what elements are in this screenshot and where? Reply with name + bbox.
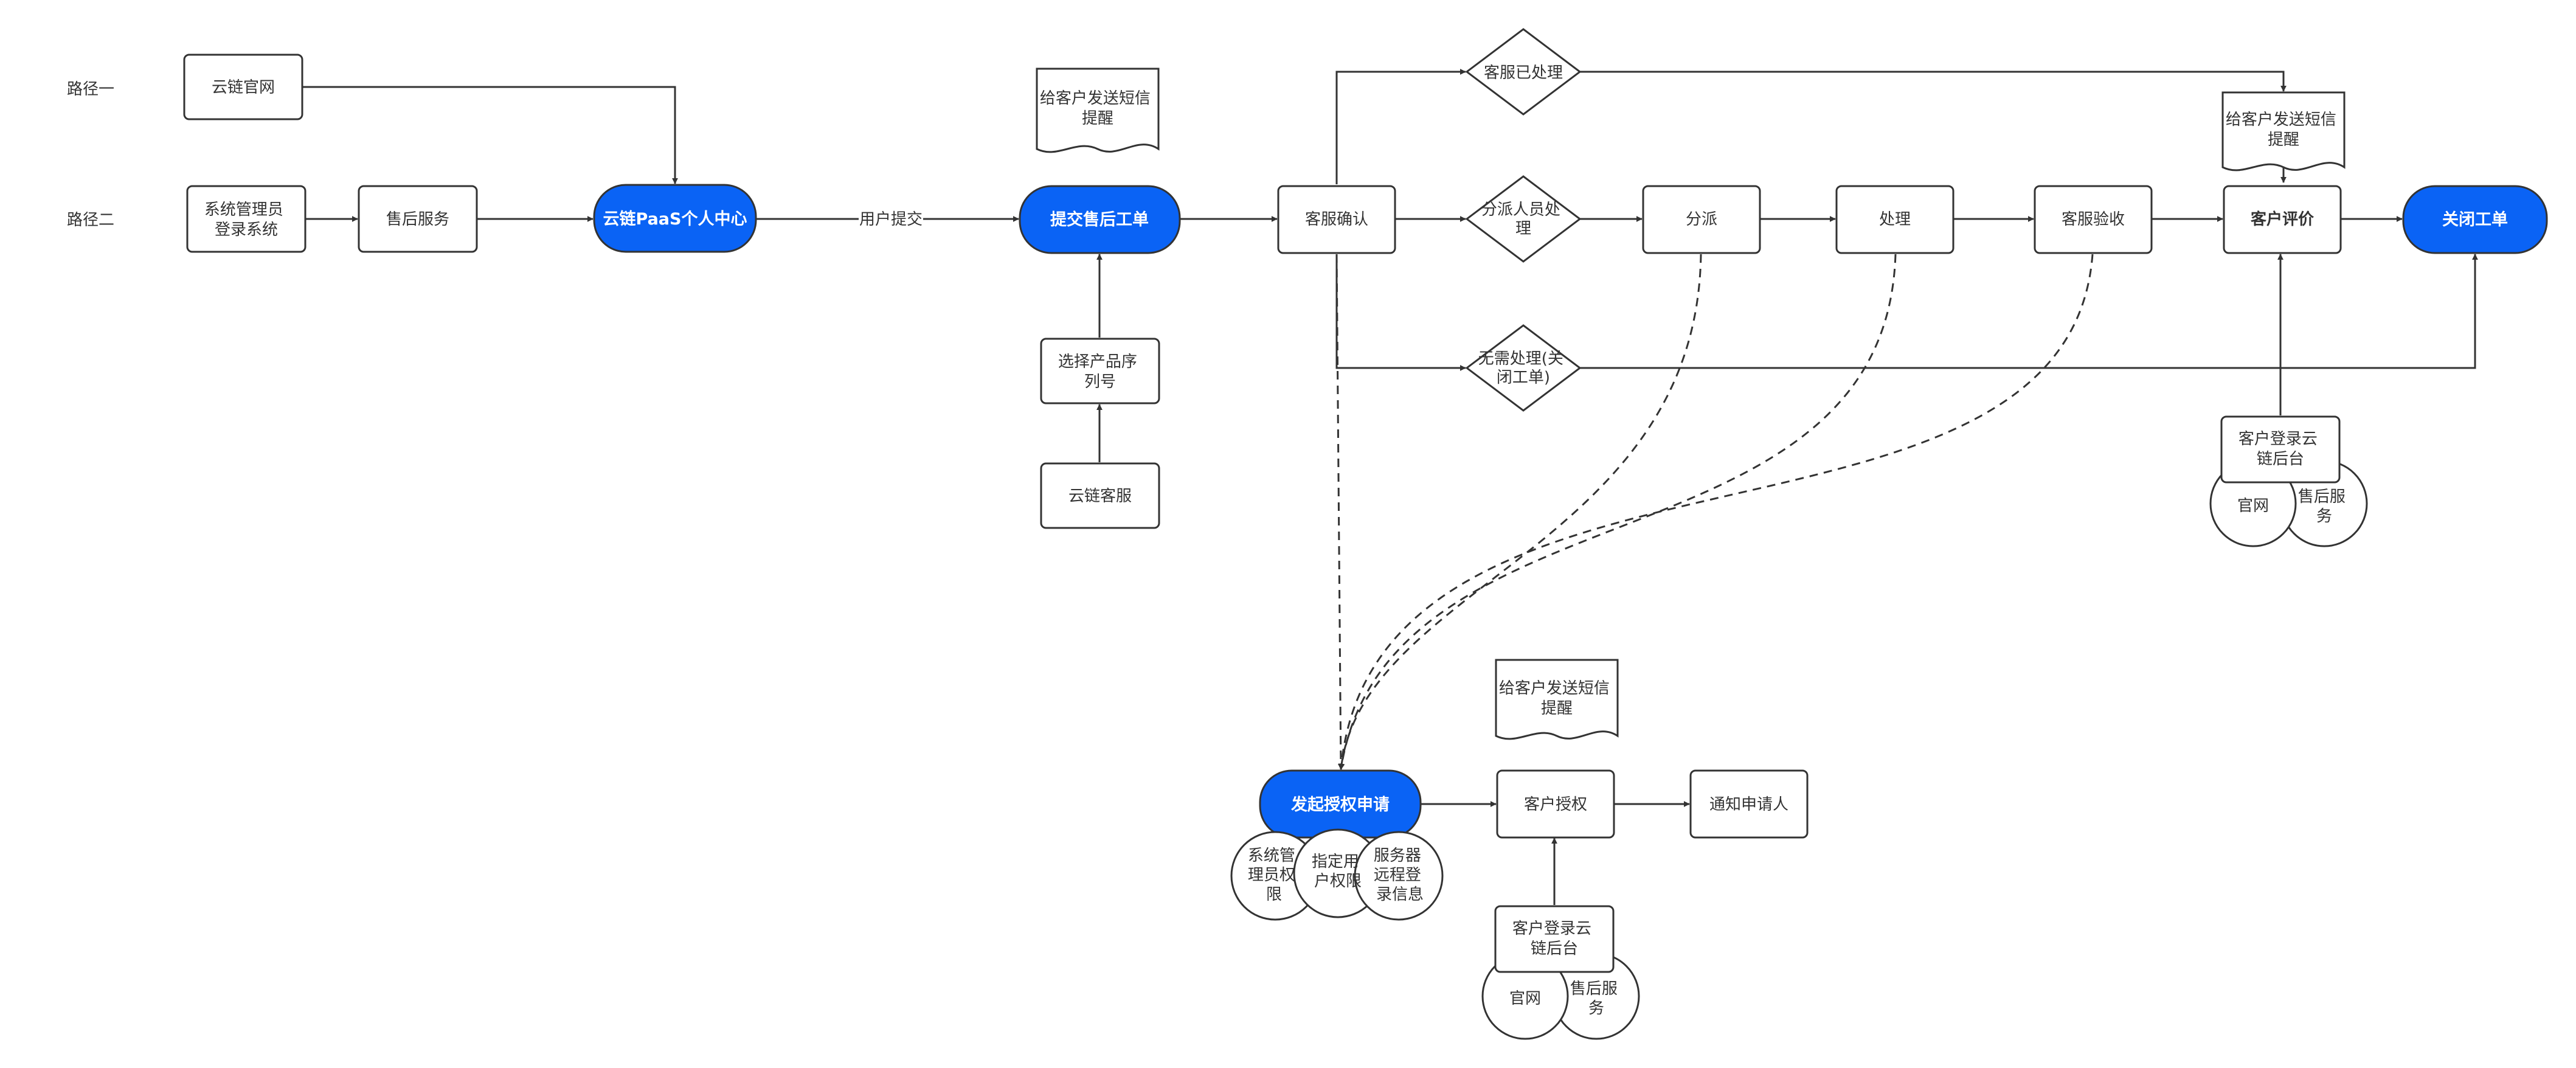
circle-label-official-2: 官网 [1509, 990, 1541, 1008]
node-label: 通知申请人 [1709, 796, 1788, 814]
node-handle[interactable]: 处理 [1835, 185, 1955, 254]
node-label: 给客户发送短信 提醒 [1499, 679, 1615, 718]
edge-noneed-to-close [1580, 254, 2478, 369]
node-login-backend-2[interactable] [1494, 905, 1615, 973]
node-start-auth[interactable]: 发起授权申请 [1259, 769, 1422, 839]
edge-processed-to-sms2 [1580, 71, 2287, 92]
node-label: 客户登录云 链后台 [1512, 920, 1596, 958]
node-label: 分派 [1686, 210, 1717, 229]
node-submit-ticket[interactable]: 提交售后工单 [1019, 185, 1181, 254]
login-group-1: 客户登录云 链后台 官网 售后服 务 [2209, 415, 2368, 547]
node-paas-center[interactable]: 云链PaaS个人中心 [593, 184, 757, 253]
node-select-serial[interactable]: 选择产品序 列号 [1040, 338, 1160, 404]
node-label: 系统管理员 登录系统 [204, 201, 288, 239]
node-yunlian-site[interactable]: 云链官网 [183, 54, 303, 120]
node-label: 云链客服 [1068, 487, 1132, 505]
node-label: 客服已处理 [1484, 64, 1563, 82]
decision-cs-processed[interactable]: 客服已处理 [1465, 28, 1582, 116]
node-sysadmin-login[interactable]: 系统管理员 登录系统 [186, 185, 306, 253]
circle-label-sysadmin-perm: 系统管 理员权 限 [1248, 847, 1300, 904]
node-label: 客户授权 [1524, 796, 1587, 814]
edge-confirm-to-noneed [1335, 254, 1466, 371]
node-customer-auth[interactable]: 客户授权 [1496, 769, 1615, 839]
node-sms-reminder-2[interactable]: 给客户发送短信 提醒 [2221, 91, 2346, 172]
node-cs-confirm[interactable]: 客服确认 [1277, 185, 1396, 254]
node-label: 处理 [1879, 210, 1911, 229]
node-label: 客服确认 [1305, 210, 1368, 229]
node-label: 客服验收 [2062, 210, 2125, 229]
circle-label-after-sales-1: 售后服 务 [2298, 488, 2350, 525]
node-label: 售后服务 [386, 210, 449, 229]
node-label: 选择产品序 列号 [1058, 353, 1142, 391]
node-sms-reminder-3[interactable]: 给客户发送短信 提醒 [1495, 659, 1619, 740]
circle-server-remote[interactable] [1354, 831, 1444, 921]
connectors [302, 69, 2478, 905]
edge-label-user-submit: 用户提交 [859, 210, 923, 229]
node-close-ticket[interactable]: 关闭工单 [2402, 185, 2548, 254]
node-dispatch[interactable]: 分派 [1642, 185, 1761, 254]
node-label: 给客户发送短信 提醒 [1040, 89, 1155, 128]
node-label: 客户登录云 链后台 [2238, 430, 2322, 468]
auth-circles: 系统管 理员权 限 指定用 户权限 服务器 远程登 录信息 [1230, 828, 1444, 921]
edge-confirm-to-auth-dashed [1335, 254, 1344, 770]
edge-dispatch-to-auth-dashed [1338, 254, 1702, 770]
node-label: 分派人员处 理 [1481, 201, 1565, 238]
node-customer-review[interactable]: 客户评价 [2223, 185, 2342, 254]
node-notify-applicant[interactable]: 通知申请人 [1689, 769, 1809, 839]
node-label: 提交售后工单 [1050, 210, 1149, 229]
node-label: 云链官网 [212, 78, 275, 97]
circle-label-assign-user-perm: 指定用 户权限 [1312, 853, 1364, 890]
node-label: 发起授权申请 [1290, 795, 1390, 814]
node-login-backend-1[interactable] [2220, 415, 2341, 484]
edge-accept-to-auth-dashed [1338, 254, 2094, 770]
node-label: 关闭工单 [2442, 210, 2508, 229]
node-after-sales[interactable]: 售后服务 [358, 185, 478, 253]
decision-assign-staff[interactable]: 分派人员处 理 [1465, 175, 1582, 263]
node-label: 客户评价 [2251, 210, 2315, 229]
decision-no-need[interactable]: 无需处理(关 闭工单) [1465, 324, 1582, 412]
login-group-2: 客户登录云 链后台 官网 售后服 务 [1481, 905, 1640, 1040]
edge-confirm-to-processed [1335, 69, 1466, 184]
edge-site-to-paas [302, 86, 678, 184]
node-label: 无需处理(关 闭工单) [1478, 350, 1568, 387]
circle-label-official-1: 官网 [2237, 497, 2269, 515]
row-label-path1: 路径一 [67, 80, 114, 99]
circle-label-server-remote: 服务器 远程登 录信息 [1374, 847, 1426, 904]
node-yunlian-cs[interactable]: 云链客服 [1040, 462, 1160, 529]
node-label: 给客户发送短信 提醒 [2226, 111, 2341, 149]
node-label: 云链PaaS个人中心 [603, 209, 747, 229]
row-label-path2: 路径二 [67, 211, 114, 229]
node-sms-reminder-1[interactable]: 给客户发送短信 提醒 [1036, 68, 1160, 153]
circle-label-after-sales-2: 售后服 务 [1570, 980, 1622, 1018]
node-cs-accept[interactable]: 客服验收 [2034, 185, 2153, 254]
